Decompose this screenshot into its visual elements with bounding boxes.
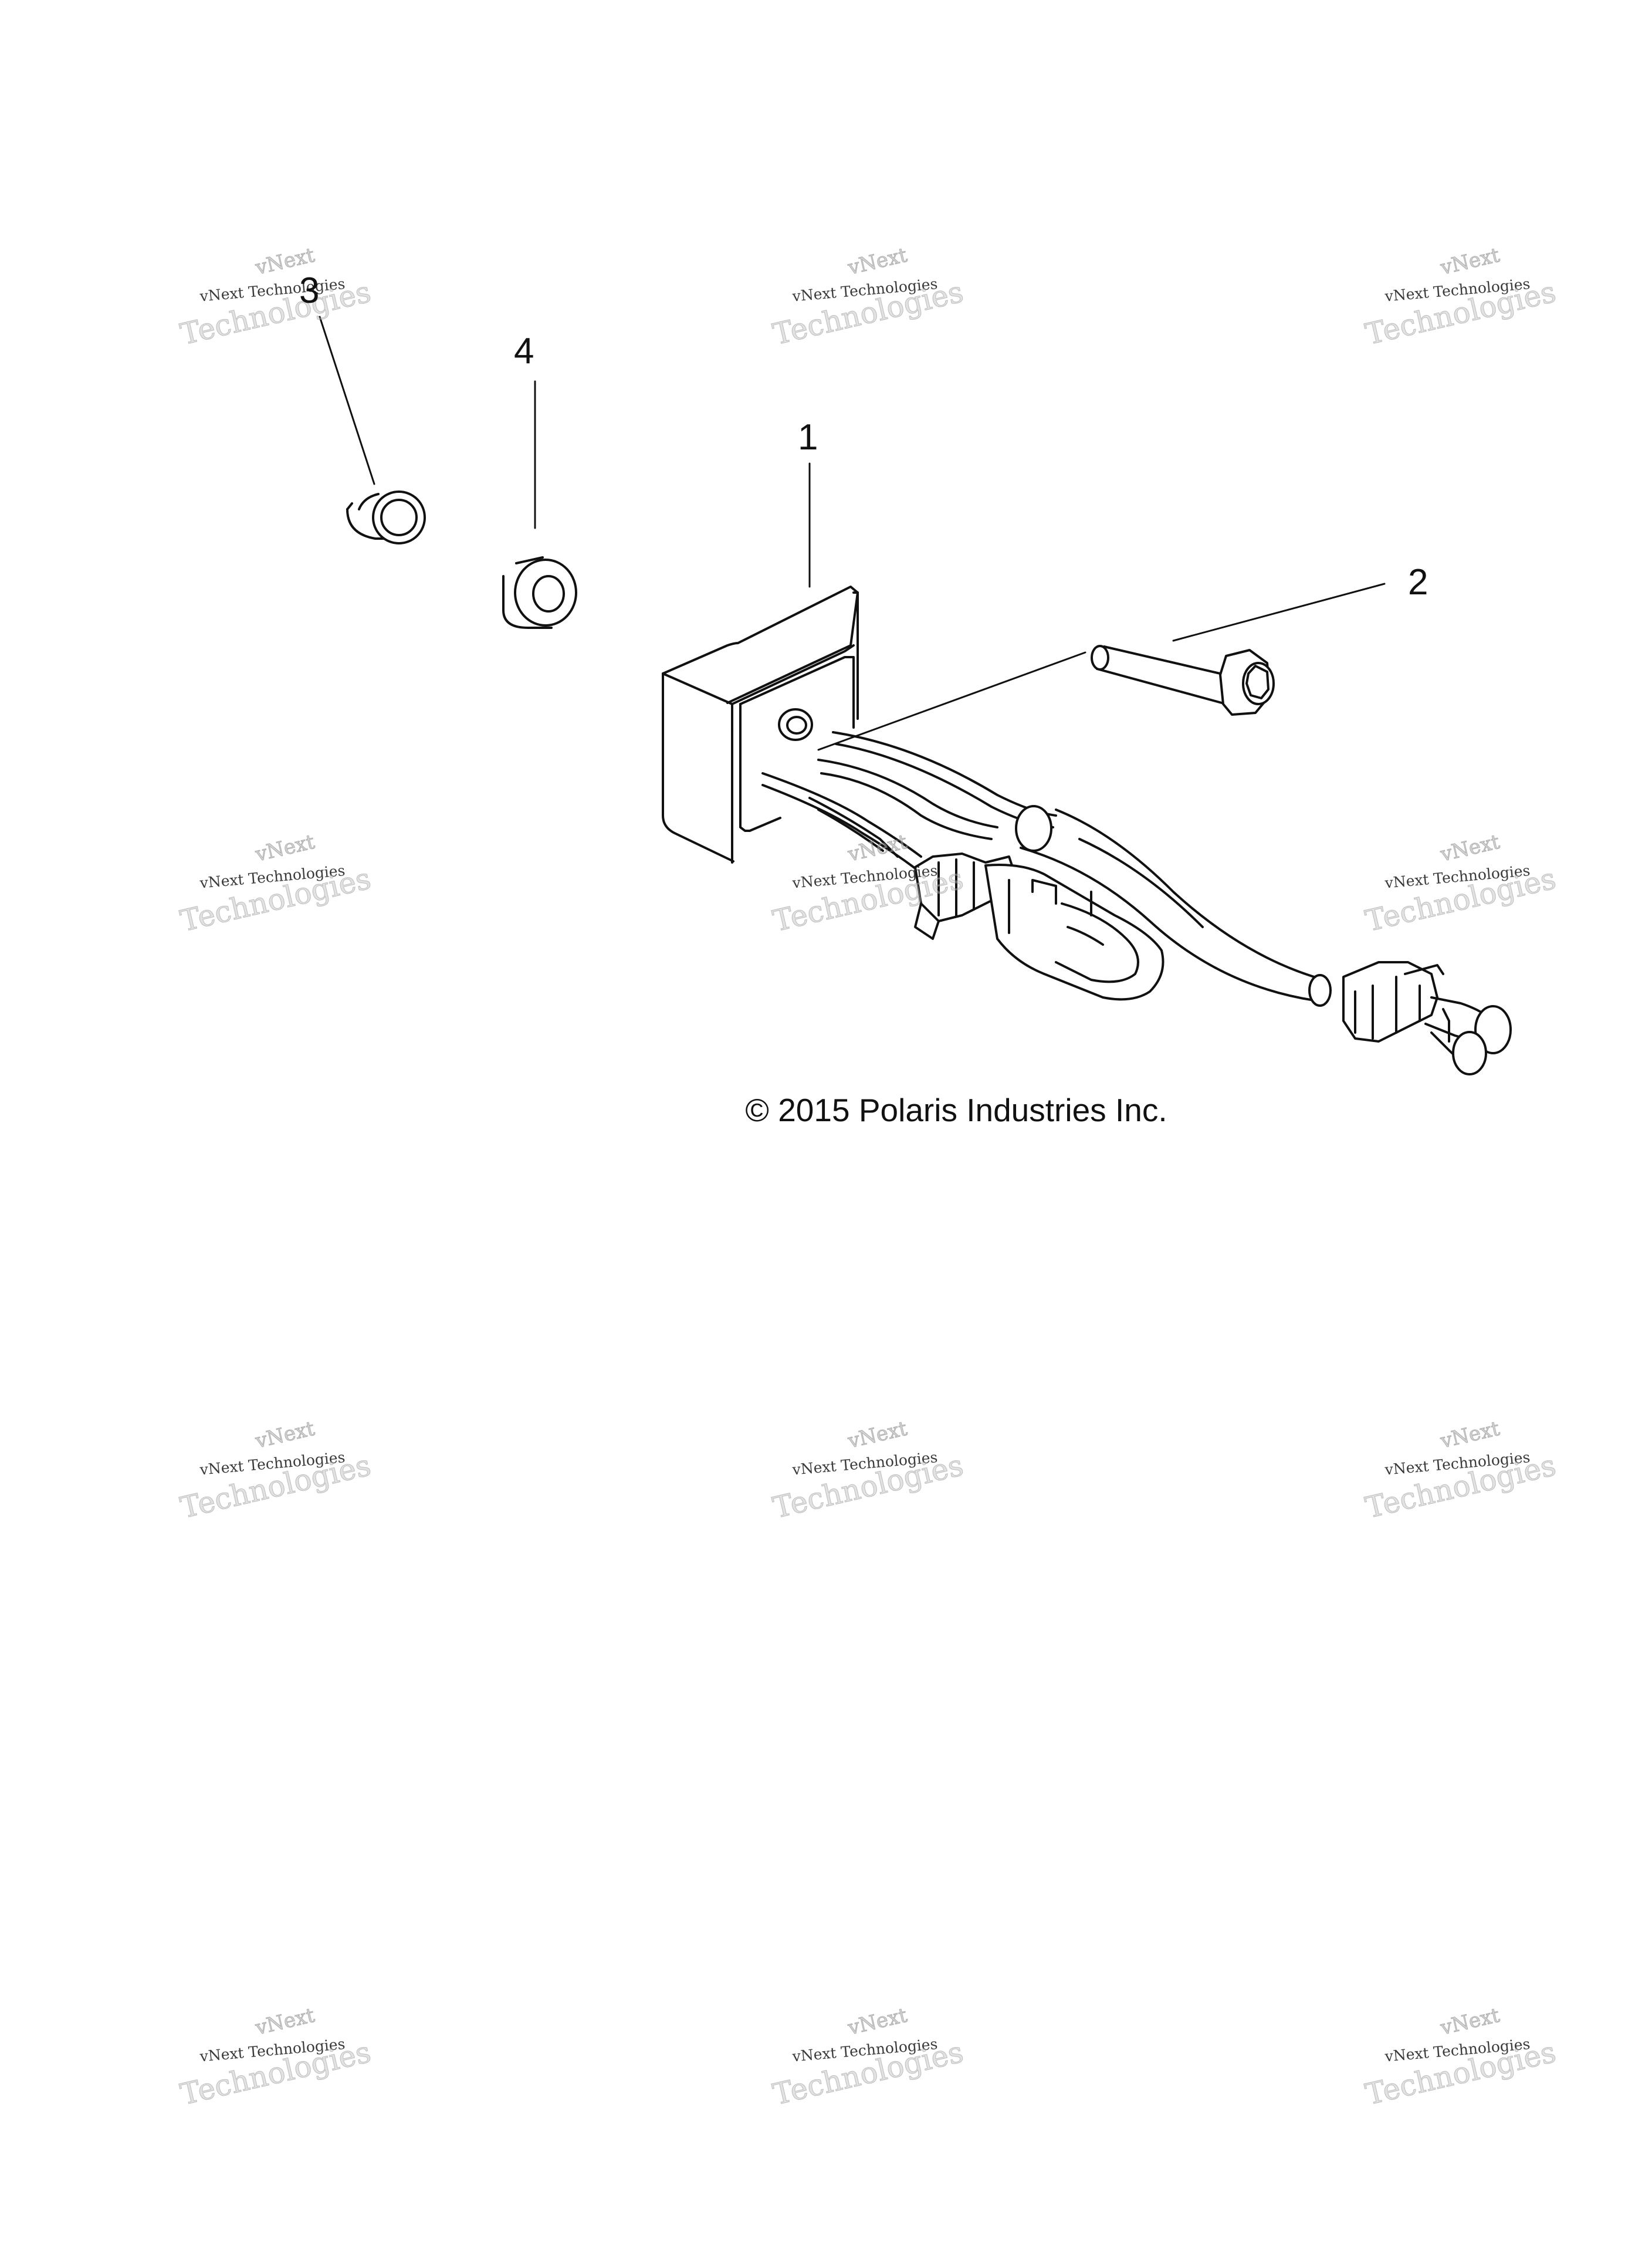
- copyright-notice: © 2015 Polaris Industries Inc.: [745, 1092, 1167, 1128]
- spacer-part: [502, 556, 577, 629]
- wire-harness: [761, 731, 1332, 1007]
- callout-4: 4: [514, 331, 534, 371]
- connector-right: [1342, 961, 1512, 1075]
- leader-line-2: [1172, 583, 1386, 642]
- bolt-part: [1091, 645, 1275, 716]
- leader-lines: [319, 316, 1386, 751]
- callout-1: 1: [798, 417, 818, 458]
- connector-left: [914, 853, 1164, 1001]
- leader-line-3: [319, 316, 375, 485]
- module-part: [662, 586, 859, 864]
- flanged-bushing-part: [346, 490, 426, 544]
- callout-2: 2: [1408, 562, 1428, 603]
- callout-3: 3: [299, 270, 320, 311]
- leader-line-module-bolt: [817, 651, 1086, 751]
